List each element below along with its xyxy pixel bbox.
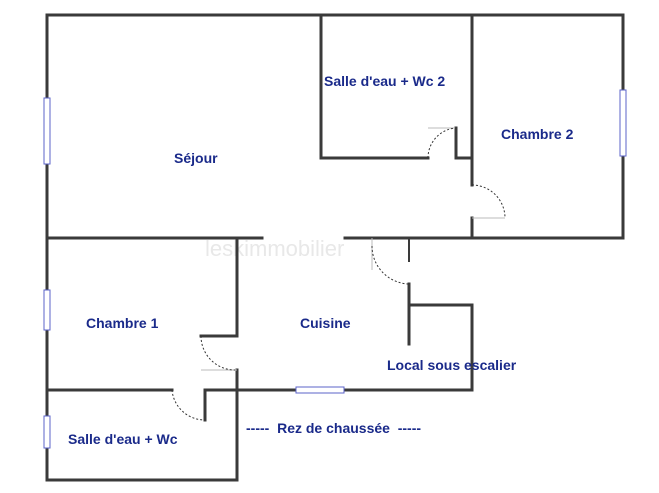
floor-label: ----- Rez de chaussée ----- — [246, 420, 421, 436]
window-sejour — [43, 97, 51, 165]
label-chambre1: Chambre 1 — [86, 315, 159, 331]
label-local-sous-escalier: Local sous escalier — [387, 357, 517, 373]
doors — [171, 127, 506, 421]
label-chambre2: Chambre 2 — [501, 126, 574, 142]
outer-walls — [45, 13, 625, 482]
watermark-text: leskimmobilier — [205, 236, 344, 261]
door-chambre1 — [200, 335, 236, 371]
windows — [43, 89, 627, 449]
window-salle-eau — [43, 415, 51, 449]
window-chambre2 — [619, 89, 627, 157]
door-salle-eau — [171, 389, 206, 421]
door-cuisine — [371, 245, 410, 285]
room-labels: Séjour Salle d'eau + Wc 2 Chambre 2 Cham… — [68, 73, 574, 447]
window-cuisine — [295, 386, 345, 394]
label-sejour: Séjour — [174, 150, 218, 166]
label-salle-eau-wc2: Salle d'eau + Wc 2 — [324, 73, 445, 89]
label-salle-eau-wc: Salle d'eau + Wc — [68, 431, 178, 447]
door-salle-eau2 — [427, 127, 457, 159]
interior-walls — [45, 13, 625, 422]
label-cuisine: Cuisine — [300, 315, 351, 331]
door-chambre2 — [471, 184, 506, 219]
window-chambre1 — [43, 289, 51, 331]
